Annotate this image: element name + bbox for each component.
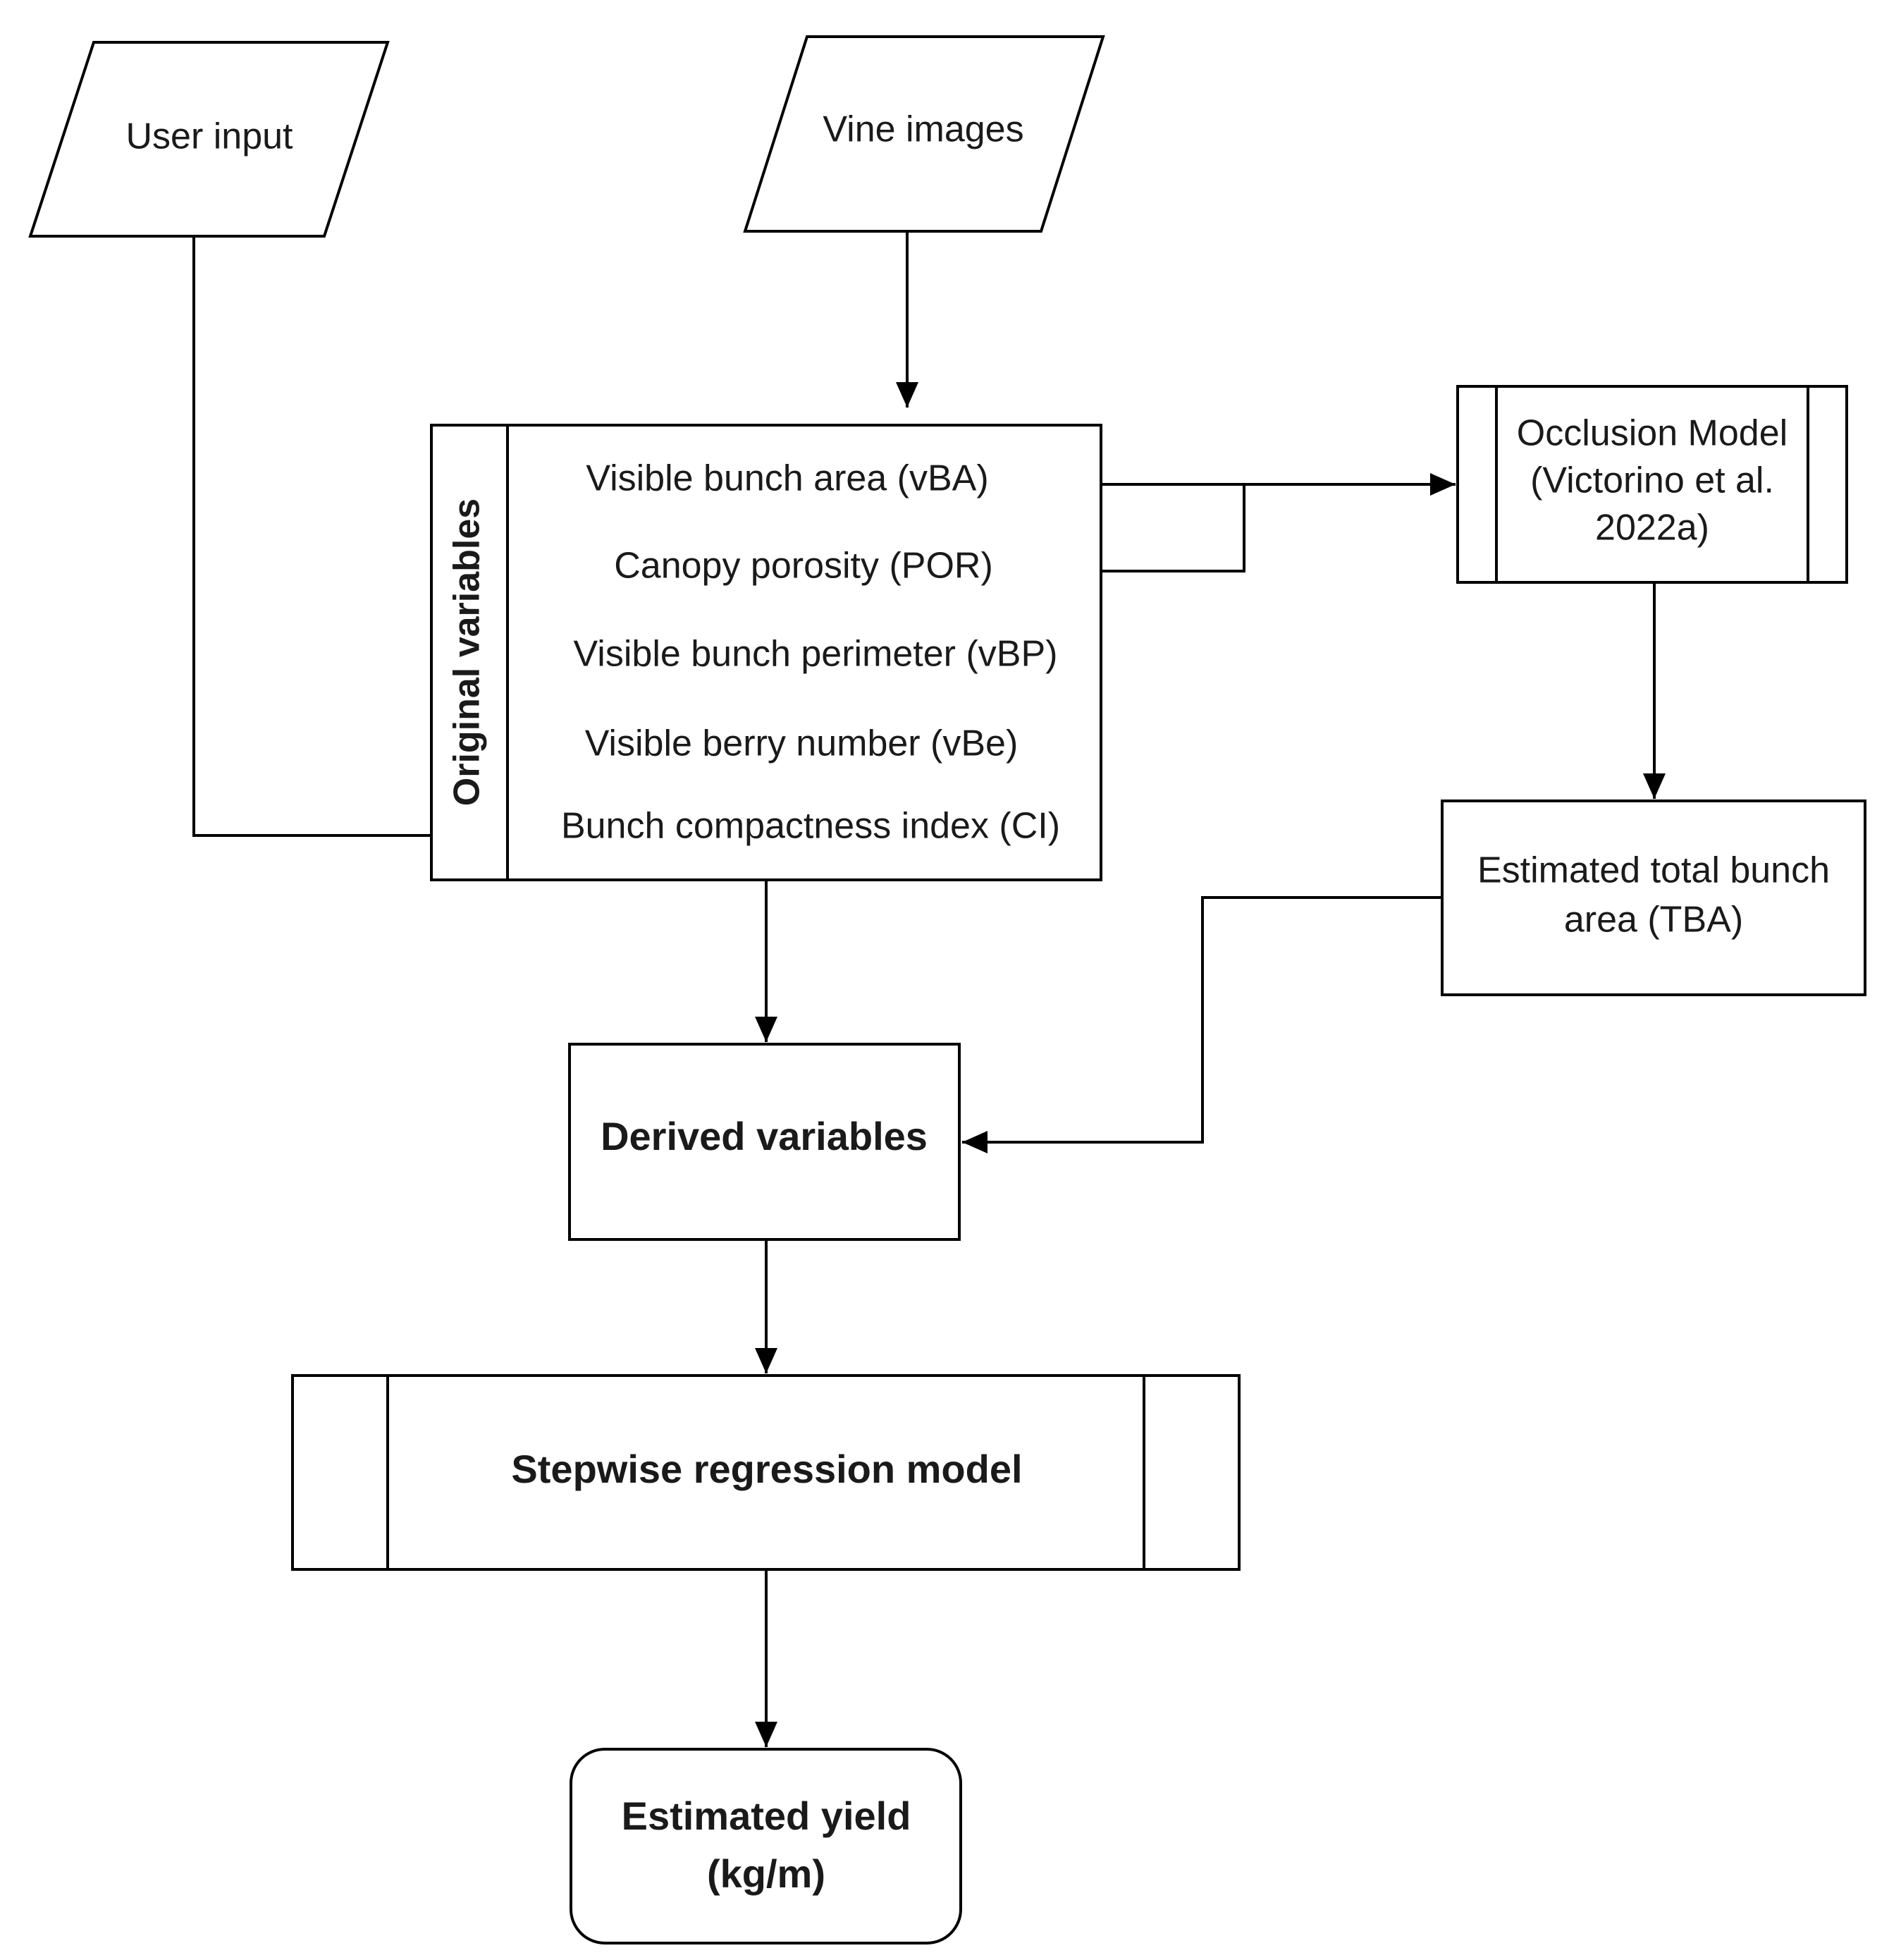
occlusion-model-line-2: (Victorino et al. [1530,460,1774,501]
estimated-yield-line-2: (kg/m) [707,1851,825,1896]
estimated-yield-line-1: Estimated yield [622,1794,911,1838]
variable-vba: Visible bunch area (vBA) [586,458,988,499]
derived-variables-node: Derived variables [568,1043,961,1241]
vine-images-label: Vine images [823,109,1023,150]
variable-vbe: Visible berry number (vBe) [585,723,1019,764]
occlusion-model-line-1: Occlusion Model [1517,413,1788,454]
variable-ci: Bunch compactness index (CI) [561,806,1060,847]
original-variables-node: Original variables Visible bunch area (v… [430,424,1102,881]
estimated-yield-node: Estimated yield (kg/m) [570,1748,962,1944]
variable-por: Canopy porosity (POR) [614,546,993,587]
estimated-tba-node: Estimated total bunch area (TBA) [1441,800,1866,996]
original-variables-title: Original variables [447,498,488,806]
edge-user-input-to-original-variables [192,236,515,847]
user-input-node: User input [28,41,390,238]
derived-variables-label: Derived variables [601,1114,928,1158]
variable-vbp: Visible bunch perimeter (vBP) [574,634,1058,675]
occlusion-model-line-3: 2022a) [1595,508,1709,549]
edge-tba-to-derived [962,896,1445,1153]
stepwise-model-label: Stepwise regression model [511,1447,1022,1491]
occlusion-model-node: Occlusion Model (Victorino et al. 2022a) [1456,385,1848,584]
stepwise-model-node: Stepwise regression model [291,1374,1241,1571]
user-input-label: User input [126,116,294,157]
vine-images-node: Vine images [743,35,1105,233]
estimated-tba-line-2: area (TBA) [1564,900,1743,941]
estimated-tba-line-1: Estimated total bunch [1477,850,1830,891]
